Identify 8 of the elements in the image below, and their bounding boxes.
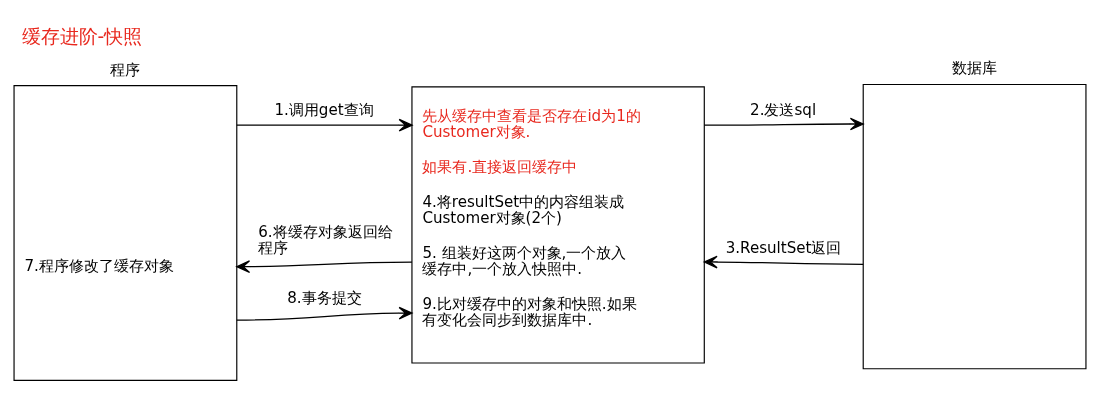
edge-label: 8.事务提交 — [287, 288, 362, 307]
node-label: 数据库 — [951, 58, 997, 77]
edge-label: 1.调用get查询 — [274, 100, 374, 119]
edge-label: 6.将缓存对象返回给程序 — [258, 222, 393, 257]
edge-label: 3.ResultSet返回 — [725, 238, 842, 257]
edge-label: 2.发送sql — [750, 100, 817, 119]
node-label: 程序 — [110, 60, 141, 79]
diagram-title: 缓存进阶-快照 — [21, 25, 143, 47]
